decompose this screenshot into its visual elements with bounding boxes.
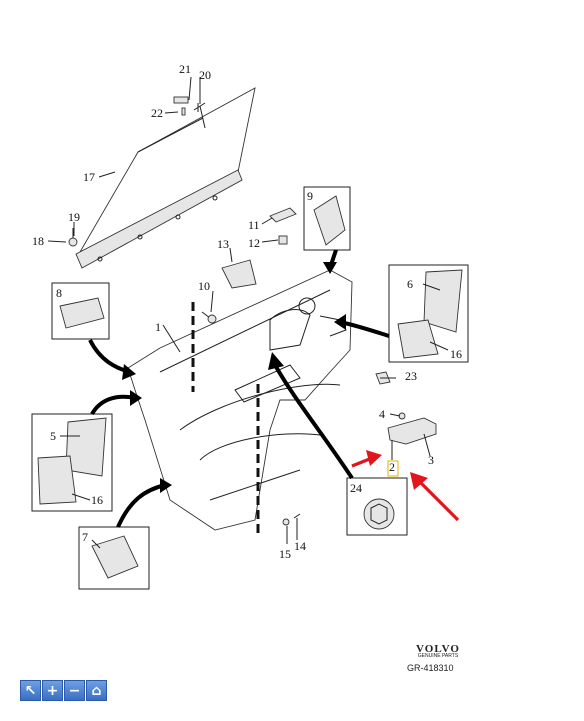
part-6-drawing bbox=[423, 269, 463, 333]
callout-21: 21 bbox=[179, 62, 191, 76]
part-5-drawing bbox=[65, 417, 107, 477]
zoom-in-button[interactable]: + bbox=[42, 680, 63, 701]
callout-2: 2 bbox=[389, 460, 395, 474]
zoom-in-icon: + bbox=[46, 682, 59, 699]
trim-part-13 bbox=[221, 259, 257, 289]
callout-10: 10 bbox=[198, 279, 210, 293]
pointer-icon: ↖ bbox=[24, 682, 37, 699]
clip-parts-20-22 bbox=[173, 96, 206, 116]
callout-17: 17 bbox=[83, 170, 95, 184]
arrow-box7-to-panel bbox=[116, 483, 166, 528]
callout-22: 22 bbox=[151, 106, 163, 120]
part-7-drawing bbox=[91, 535, 139, 579]
callout-4: 4 bbox=[379, 407, 385, 421]
arrow-box5-to-panel bbox=[90, 394, 136, 416]
screw-part-18-19 bbox=[68, 228, 78, 247]
part-24-gear-drawing bbox=[363, 498, 395, 530]
callout-6: 6 bbox=[407, 277, 413, 291]
callout-15: 15 bbox=[279, 547, 291, 561]
arrow-box24-to-panel bbox=[273, 364, 354, 480]
screw-part-14-15 bbox=[282, 513, 301, 526]
callout-3: 3 bbox=[428, 453, 434, 467]
part-16-drawing-b bbox=[37, 455, 77, 505]
part-9-drawing bbox=[313, 195, 346, 246]
zoom-out-icon: − bbox=[68, 682, 81, 699]
viewer-toolbar: ↖ + − ⌂ bbox=[20, 680, 107, 701]
handle-part-3 bbox=[387, 417, 437, 445]
callout-18: 18 bbox=[32, 234, 44, 248]
clip-part-11 bbox=[269, 207, 297, 223]
highlight-box-2 bbox=[387, 460, 399, 477]
callout-14: 14 bbox=[294, 539, 306, 553]
brand-name: VOLVO bbox=[416, 643, 460, 655]
zoom-out-button[interactable]: − bbox=[64, 680, 85, 701]
sunshade-part bbox=[75, 87, 256, 269]
callout-20: 20 bbox=[199, 68, 211, 82]
red-arrow-right bbox=[416, 478, 460, 522]
home-button[interactable]: ⌂ bbox=[86, 680, 107, 701]
callout-11: 11 bbox=[248, 218, 260, 232]
callout-13: 13 bbox=[217, 237, 229, 251]
callout-24: 24 bbox=[350, 481, 362, 495]
callout-16-lower: 16 bbox=[91, 493, 103, 507]
callout-8: 8 bbox=[56, 286, 62, 300]
leader-lines bbox=[47, 76, 449, 549]
home-icon: ⌂ bbox=[91, 682, 102, 699]
callout-5: 5 bbox=[50, 429, 56, 443]
callout-7: 7 bbox=[82, 530, 88, 544]
part-8-drawing bbox=[59, 297, 105, 329]
callout-19: 19 bbox=[68, 210, 80, 224]
clip-part-12 bbox=[278, 235, 288, 245]
callout-16-upper: 16 bbox=[450, 347, 462, 361]
brand-logo: VOLVO GENUINE PARTS bbox=[403, 643, 473, 659]
callout-1: 1 bbox=[155, 320, 161, 334]
door-panel bbox=[127, 269, 353, 531]
brand-subtitle: GENUINE PARTS bbox=[417, 653, 459, 659]
part-16-drawing-a bbox=[397, 319, 439, 359]
callout-9: 9 bbox=[307, 189, 313, 203]
callout-12: 12 bbox=[248, 236, 260, 250]
pointer-button[interactable]: ↖ bbox=[20, 680, 41, 701]
diagram-reference-code: GR-418310 bbox=[407, 663, 454, 673]
callout-23: 23 bbox=[405, 369, 417, 383]
screw-part-10 bbox=[201, 311, 217, 324]
